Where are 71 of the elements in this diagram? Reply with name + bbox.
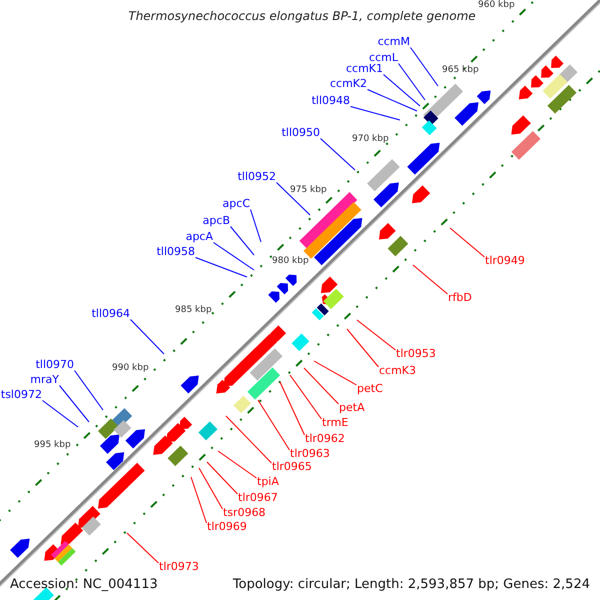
gene-label: tlr0967 — [238, 492, 278, 503]
leader-line — [42, 400, 78, 428]
title: Thermosynechococcus elongatus BP-1, complete genome — [127, 10, 477, 22]
leader-line — [258, 400, 290, 450]
scale-label: 975 kbp — [290, 186, 327, 195]
leader-line — [230, 226, 254, 256]
leader-line — [276, 182, 310, 216]
gene-label: tll0948 — [312, 95, 350, 106]
leader-line — [350, 106, 400, 120]
gene-label: tlr0969 — [207, 521, 247, 532]
leader-line — [346, 328, 379, 368]
gene-label: ccmM — [378, 36, 410, 47]
gene-label: tpiA — [257, 476, 279, 487]
leader-line — [304, 368, 339, 404]
leader-line — [206, 462, 238, 494]
gene-label: apcA — [186, 231, 213, 242]
gene-label: tlr0949 — [485, 255, 525, 266]
gene-label: ccmK1 — [346, 63, 383, 74]
genome-info: Topology: circular; Length: 2,593,857 bp; Genes: 2,524 — [232, 578, 590, 591]
gene-label: tlr0963 — [290, 448, 330, 459]
leader-line — [213, 242, 254, 270]
scale-label: 965 kbp — [442, 66, 479, 75]
leader-line — [126, 532, 159, 564]
gene-label: tlr0962 — [305, 433, 345, 444]
gene-label: petC — [357, 383, 383, 394]
leader-line — [280, 382, 305, 436]
leader-line — [74, 370, 104, 410]
scale-label: 995 kbp — [34, 441, 71, 450]
leader-line — [410, 47, 438, 86]
scale-label: 970 kbp — [352, 135, 389, 144]
scale-label: 990 kbp — [112, 364, 149, 373]
scale-label: 980 kbp — [272, 257, 309, 266]
gene-label: tll0958 — [156, 246, 195, 257]
gene-label: apcC — [222, 198, 250, 209]
scale-label: 960 kbp — [478, 1, 515, 10]
gene-label: ccmK2 — [330, 78, 367, 89]
gene-label: ccmK3 — [379, 365, 416, 376]
gene-label: tlr0953 — [396, 348, 436, 359]
leader-line — [398, 63, 426, 100]
leader-line — [130, 319, 164, 354]
gene-label: rfbD — [448, 292, 472, 303]
gene-label: mraY — [30, 374, 59, 385]
leader-line — [190, 476, 207, 524]
leader-line — [383, 74, 420, 106]
gene-label: ccmL — [369, 52, 398, 63]
gene-label: petA — [339, 402, 365, 413]
leader-line — [198, 468, 223, 510]
gene-label: apcB — [202, 215, 230, 226]
leader-line — [250, 209, 262, 242]
gene-label: tll0952 — [238, 171, 276, 182]
leader-line — [314, 360, 357, 386]
gene-label: tlr0973 — [159, 561, 199, 572]
leader-line — [290, 374, 322, 420]
scale-label: 985 kbp — [175, 306, 212, 315]
gene-label: tll0970 — [36, 359, 74, 370]
leader-line — [59, 385, 90, 422]
leader-line — [367, 89, 418, 112]
gene-label: tll0964 — [92, 308, 130, 319]
leader-line — [195, 257, 248, 278]
leader-line — [218, 450, 257, 478]
gene-label: tlr0965 — [272, 461, 312, 472]
gene-label: tsl0972 — [0, 389, 42, 400]
gene-label: tll0950 — [282, 127, 320, 138]
leader-line — [226, 416, 272, 464]
leader-line — [320, 138, 356, 170]
accession-label: Accession: NC_004113 — [10, 578, 158, 591]
gene-label: trmE — [322, 417, 348, 428]
gene-label: tsr0968 — [223, 507, 266, 518]
leader-line — [356, 320, 396, 350]
leader-line — [450, 228, 485, 258]
leader-line — [412, 264, 448, 294]
